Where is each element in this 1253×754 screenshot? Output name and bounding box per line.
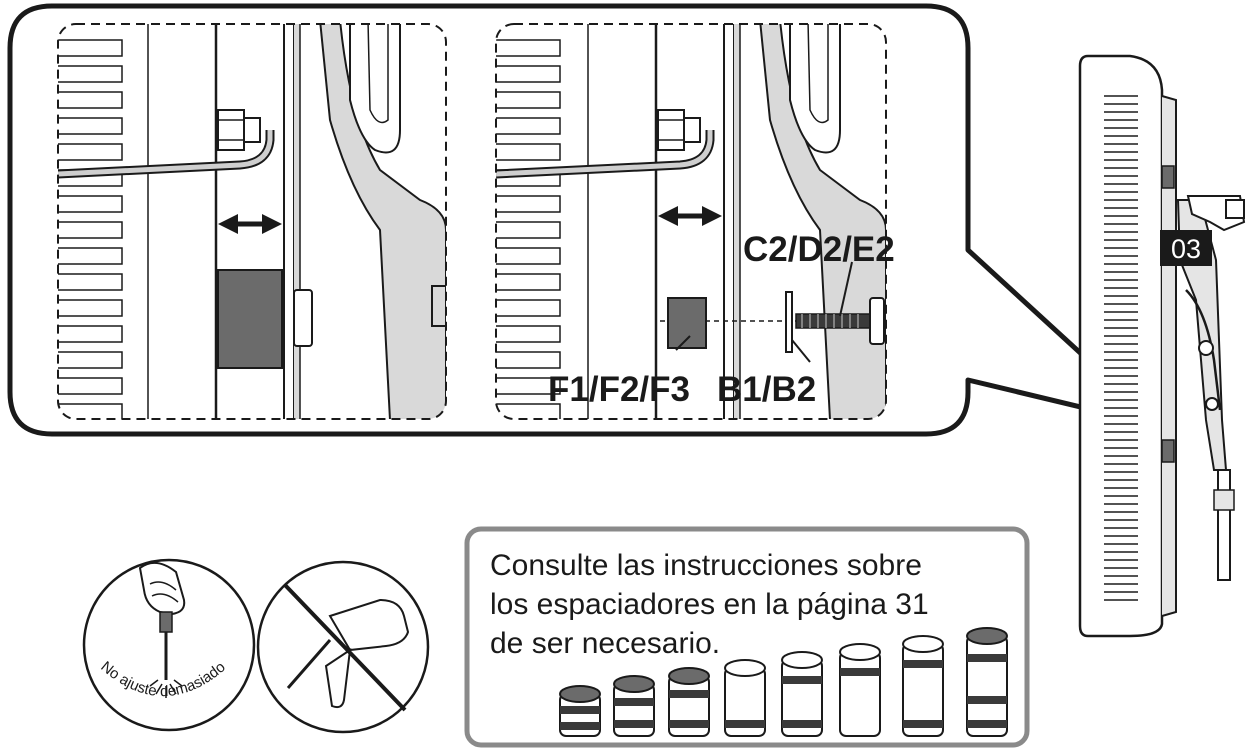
spacer-block (217, 269, 283, 369)
spacer-icon (668, 667, 710, 737)
tv-side-vents (1104, 95, 1138, 601)
spacer-icon (781, 651, 823, 737)
spacer-icon (839, 643, 881, 737)
tv-vents (58, 39, 123, 419)
no-power-drill-icon (256, 560, 430, 734)
spacer-icon (613, 675, 655, 737)
label-washer-codes: B1/B2 (717, 370, 816, 409)
note-line-2: los espaciadores en la página 31 (490, 588, 929, 621)
washer-exploded (785, 291, 793, 353)
spacer-icon (559, 685, 601, 737)
label-screw-codes: C2/D2/E2 (743, 230, 895, 269)
spacer-icon (966, 627, 1008, 737)
spacer-icon (902, 635, 944, 737)
spacer-exploded (667, 297, 707, 349)
label-spacer-codes: F1/F2/F3 (548, 370, 690, 409)
spacer-note-box (464, 526, 1030, 748)
step-badge-number: 03 (1171, 234, 1201, 264)
spacer-row (559, 627, 1008, 737)
note-line-3: de ser necesario. (490, 627, 720, 660)
step-badge (1160, 230, 1212, 266)
detail-panel-with-spacer (495, 23, 887, 420)
hand-screwdriver-icon: No ajuste demasiado (82, 558, 256, 732)
spacer-icon (724, 659, 766, 737)
detail-panel-before (57, 23, 447, 420)
note-line-1: Consulte las instrucciones sobre (490, 549, 922, 582)
tv-side-view: 03 (1078, 54, 1246, 638)
screw-shaft (795, 313, 871, 329)
